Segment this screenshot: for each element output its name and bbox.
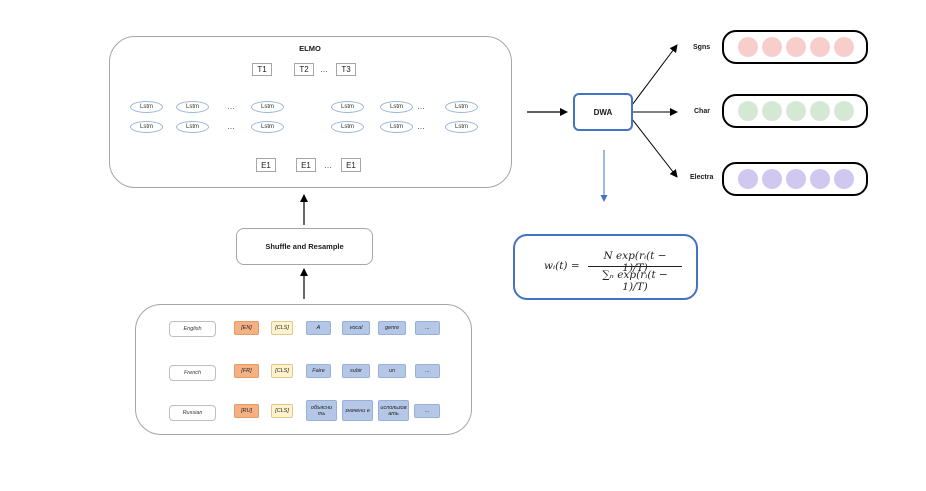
- lstm-cell: Lstm: [445, 121, 478, 133]
- cls-token: [CLS]: [271, 321, 293, 335]
- lstm-cell: Lstm: [380, 121, 413, 133]
- embedding-dot: [834, 37, 854, 57]
- lstm-cell: Lstm: [251, 121, 284, 133]
- language-label-french: French: [169, 365, 216, 381]
- embedding-dot: [834, 101, 854, 121]
- bottom-token-e1: E1: [296, 158, 316, 172]
- dwa-to-electra-arrow: [631, 118, 678, 178]
- lstm-cell: Lstm: [331, 101, 364, 113]
- word-token: использов ать: [378, 400, 409, 421]
- dwa-to-sgns-arrow: [631, 44, 678, 106]
- lstm-cell: Lstm: [176, 101, 209, 113]
- lstm-ellipsis: …: [227, 122, 235, 131]
- formula-denominator: ∑ₙ exp(rᵢ(t − 1)/T): [602, 269, 668, 293]
- lstm-ellipsis: …: [227, 102, 235, 111]
- bottom-token-ellipsis: …: [324, 161, 332, 170]
- word-token: ...: [415, 321, 440, 335]
- formula-lhs: wᵢ(t) =: [544, 260, 580, 272]
- dwa-formula-box: wᵢ(t) = N exp(rᵢ(t − 1)/T) ∑ₙ exp(rᵢ(t −…: [513, 234, 698, 300]
- word-token: Faire: [306, 364, 331, 378]
- output-label-electra: Electra: [690, 174, 714, 181]
- embedding-dot: [810, 37, 830, 57]
- dwa-box: DWA: [573, 93, 633, 131]
- formula-fraction-bar: [588, 266, 682, 267]
- lstm-cell: Lstm: [130, 101, 163, 113]
- word-token: ...: [415, 364, 440, 378]
- lstm-cell: Lstm: [130, 121, 163, 133]
- embedding-dot: [786, 101, 806, 121]
- word-token: объясни ть: [306, 400, 337, 421]
- top-token-t1: T1: [252, 63, 272, 76]
- word-token: ...: [414, 404, 440, 418]
- lstm-cell: Lstm: [380, 101, 413, 113]
- lang-token-ru: [RU]: [234, 404, 259, 418]
- cls-token: [CLS]: [271, 364, 293, 378]
- word-token: subir: [342, 364, 370, 378]
- char-embedding: [722, 94, 868, 128]
- lstm-cell: Lstm: [445, 101, 478, 113]
- embedding-dot: [810, 101, 830, 121]
- embedding-dot: [762, 101, 782, 121]
- top-token-t2: T2: [294, 63, 314, 76]
- formula-numerator: N exp(rᵢ(t − 1)/T): [603, 250, 667, 274]
- top-token-t3: T3: [336, 63, 356, 76]
- embedding-dot: [834, 169, 854, 189]
- language-label-russian: Russian: [169, 405, 216, 421]
- top-token-ellipsis: …: [320, 65, 328, 74]
- lstm-ellipsis: …: [417, 102, 425, 111]
- word-token: A: [306, 321, 331, 335]
- embedding-dot: [738, 101, 758, 121]
- word-token: un: [378, 364, 406, 378]
- output-label-char: Char: [694, 108, 710, 115]
- embedding-dot: [786, 169, 806, 189]
- cls-token: [CLS]: [271, 404, 293, 418]
- elmo-title: ELMO: [299, 44, 321, 53]
- embedding-dot: [762, 169, 782, 189]
- lang-token-en: [EN]: [234, 321, 259, 335]
- embedding-dot: [810, 169, 830, 189]
- embedding-dot: [762, 37, 782, 57]
- lstm-ellipsis: …: [417, 122, 425, 131]
- sgns-embedding: [722, 30, 868, 64]
- bottom-token-e1: E1: [341, 158, 361, 172]
- embedding-dot: [786, 37, 806, 57]
- embedding-dot: [738, 37, 758, 57]
- word-token: genre: [378, 321, 406, 335]
- language-label-english: English: [169, 321, 216, 337]
- word-token: значени е: [342, 400, 373, 421]
- word-token: vocal: [342, 321, 370, 335]
- output-label-sgns: Sgns: [693, 44, 711, 51]
- electra-embedding: [722, 162, 868, 196]
- embedding-dot: [738, 169, 758, 189]
- lstm-cell: Lstm: [176, 121, 209, 133]
- shuffle-resample-box: Shuffle and Resample: [236, 228, 373, 265]
- lstm-cell: Lstm: [251, 101, 284, 113]
- bottom-token-e1: E1: [256, 158, 276, 172]
- lstm-cell: Lstm: [331, 121, 364, 133]
- lang-token-fr: [FR]: [234, 364, 259, 378]
